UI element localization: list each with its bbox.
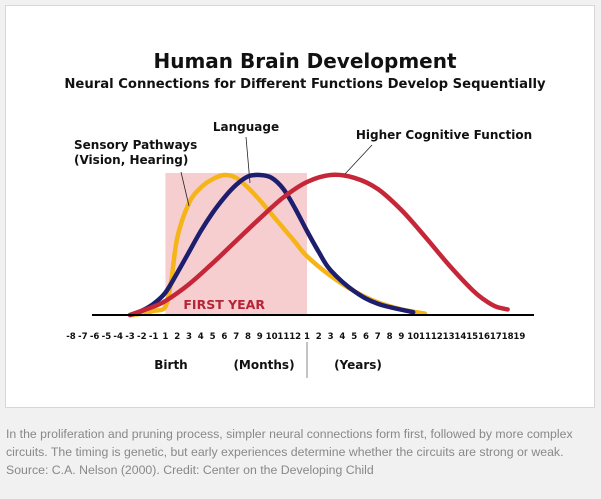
- x-tick-label: 6: [363, 332, 369, 342]
- x-tick-label: 4: [198, 332, 204, 342]
- x-tick-label: 10: [266, 332, 278, 342]
- brain-development-chart: Human Brain Development Neural Connectio…: [64, 49, 546, 378]
- x-tick-label: 9: [398, 332, 404, 342]
- x-tick-label: 18: [502, 332, 514, 342]
- x-tick-label: -3: [125, 332, 135, 342]
- chart-frame: Human Brain Development Neural Connectio…: [5, 5, 595, 408]
- higher-cognitive-function-label: Higher Cognitive Function: [356, 128, 532, 142]
- x-tick-label: 17: [490, 332, 502, 342]
- x-tick-label: -2: [137, 332, 147, 342]
- label-leader-line: [245, 136, 251, 184]
- x-tick-label: 8: [387, 332, 393, 342]
- x-tick-label: -7: [78, 332, 88, 342]
- x-tick-label: 16: [478, 332, 490, 342]
- x-tick-label: 10: [407, 332, 419, 342]
- x-tick-label: 3: [328, 332, 334, 342]
- x-tick-label: 2: [316, 332, 322, 342]
- higher-cognitive-function-line: [127, 172, 510, 318]
- x-tick-label: 1: [162, 332, 168, 342]
- x-tick-label: 9: [257, 332, 263, 342]
- figure-caption: In the proliferation and pruning process…: [6, 427, 573, 477]
- label-leader-line: [344, 144, 373, 175]
- sensory-pathways-label: Sensory Pathways(Vision, Hearing): [74, 138, 197, 167]
- chart-title: Human Brain Development: [153, 49, 456, 73]
- x-tick-label: 2: [174, 332, 180, 342]
- x-tick-label: 19: [513, 332, 525, 342]
- x-tick-label: 11: [277, 332, 289, 342]
- x-tick-label: 4: [339, 332, 345, 342]
- x-tick-label: 12: [289, 332, 301, 342]
- x-tick-label: 15: [466, 332, 478, 342]
- x-tick-label: 1: [304, 332, 310, 342]
- birth-label: Birth: [154, 358, 187, 372]
- language-label: Language: [213, 120, 279, 134]
- x-tick-label: 5: [210, 332, 216, 342]
- x-tick-label: 7: [233, 332, 239, 342]
- months-label: (Months): [233, 358, 294, 372]
- x-tick-label: 14: [454, 332, 466, 342]
- first-year-label: FIRST YEAR: [183, 297, 265, 312]
- x-tick-label: 6: [221, 332, 227, 342]
- x-tick-label: -5: [102, 332, 112, 342]
- x-tick-label: 5: [351, 332, 357, 342]
- x-tick-label: -6: [90, 332, 100, 342]
- chart-subtitle: Neural Connections for Different Functio…: [64, 77, 546, 92]
- x-tick-label: 7: [375, 332, 381, 342]
- x-tick-label: -8: [66, 332, 76, 342]
- x-tick-label: -4: [113, 332, 123, 342]
- x-tick-label: 3: [186, 332, 192, 342]
- language-line: [127, 172, 416, 318]
- years-label: (Years): [334, 358, 382, 372]
- x-tick-label: 8: [245, 332, 251, 342]
- x-tick-label: 12: [431, 332, 443, 342]
- label-leader-line: [180, 171, 190, 207]
- x-tick-label: 13: [443, 332, 455, 342]
- x-tick-label: 11: [419, 332, 431, 342]
- x-tick-label: -1: [149, 332, 159, 342]
